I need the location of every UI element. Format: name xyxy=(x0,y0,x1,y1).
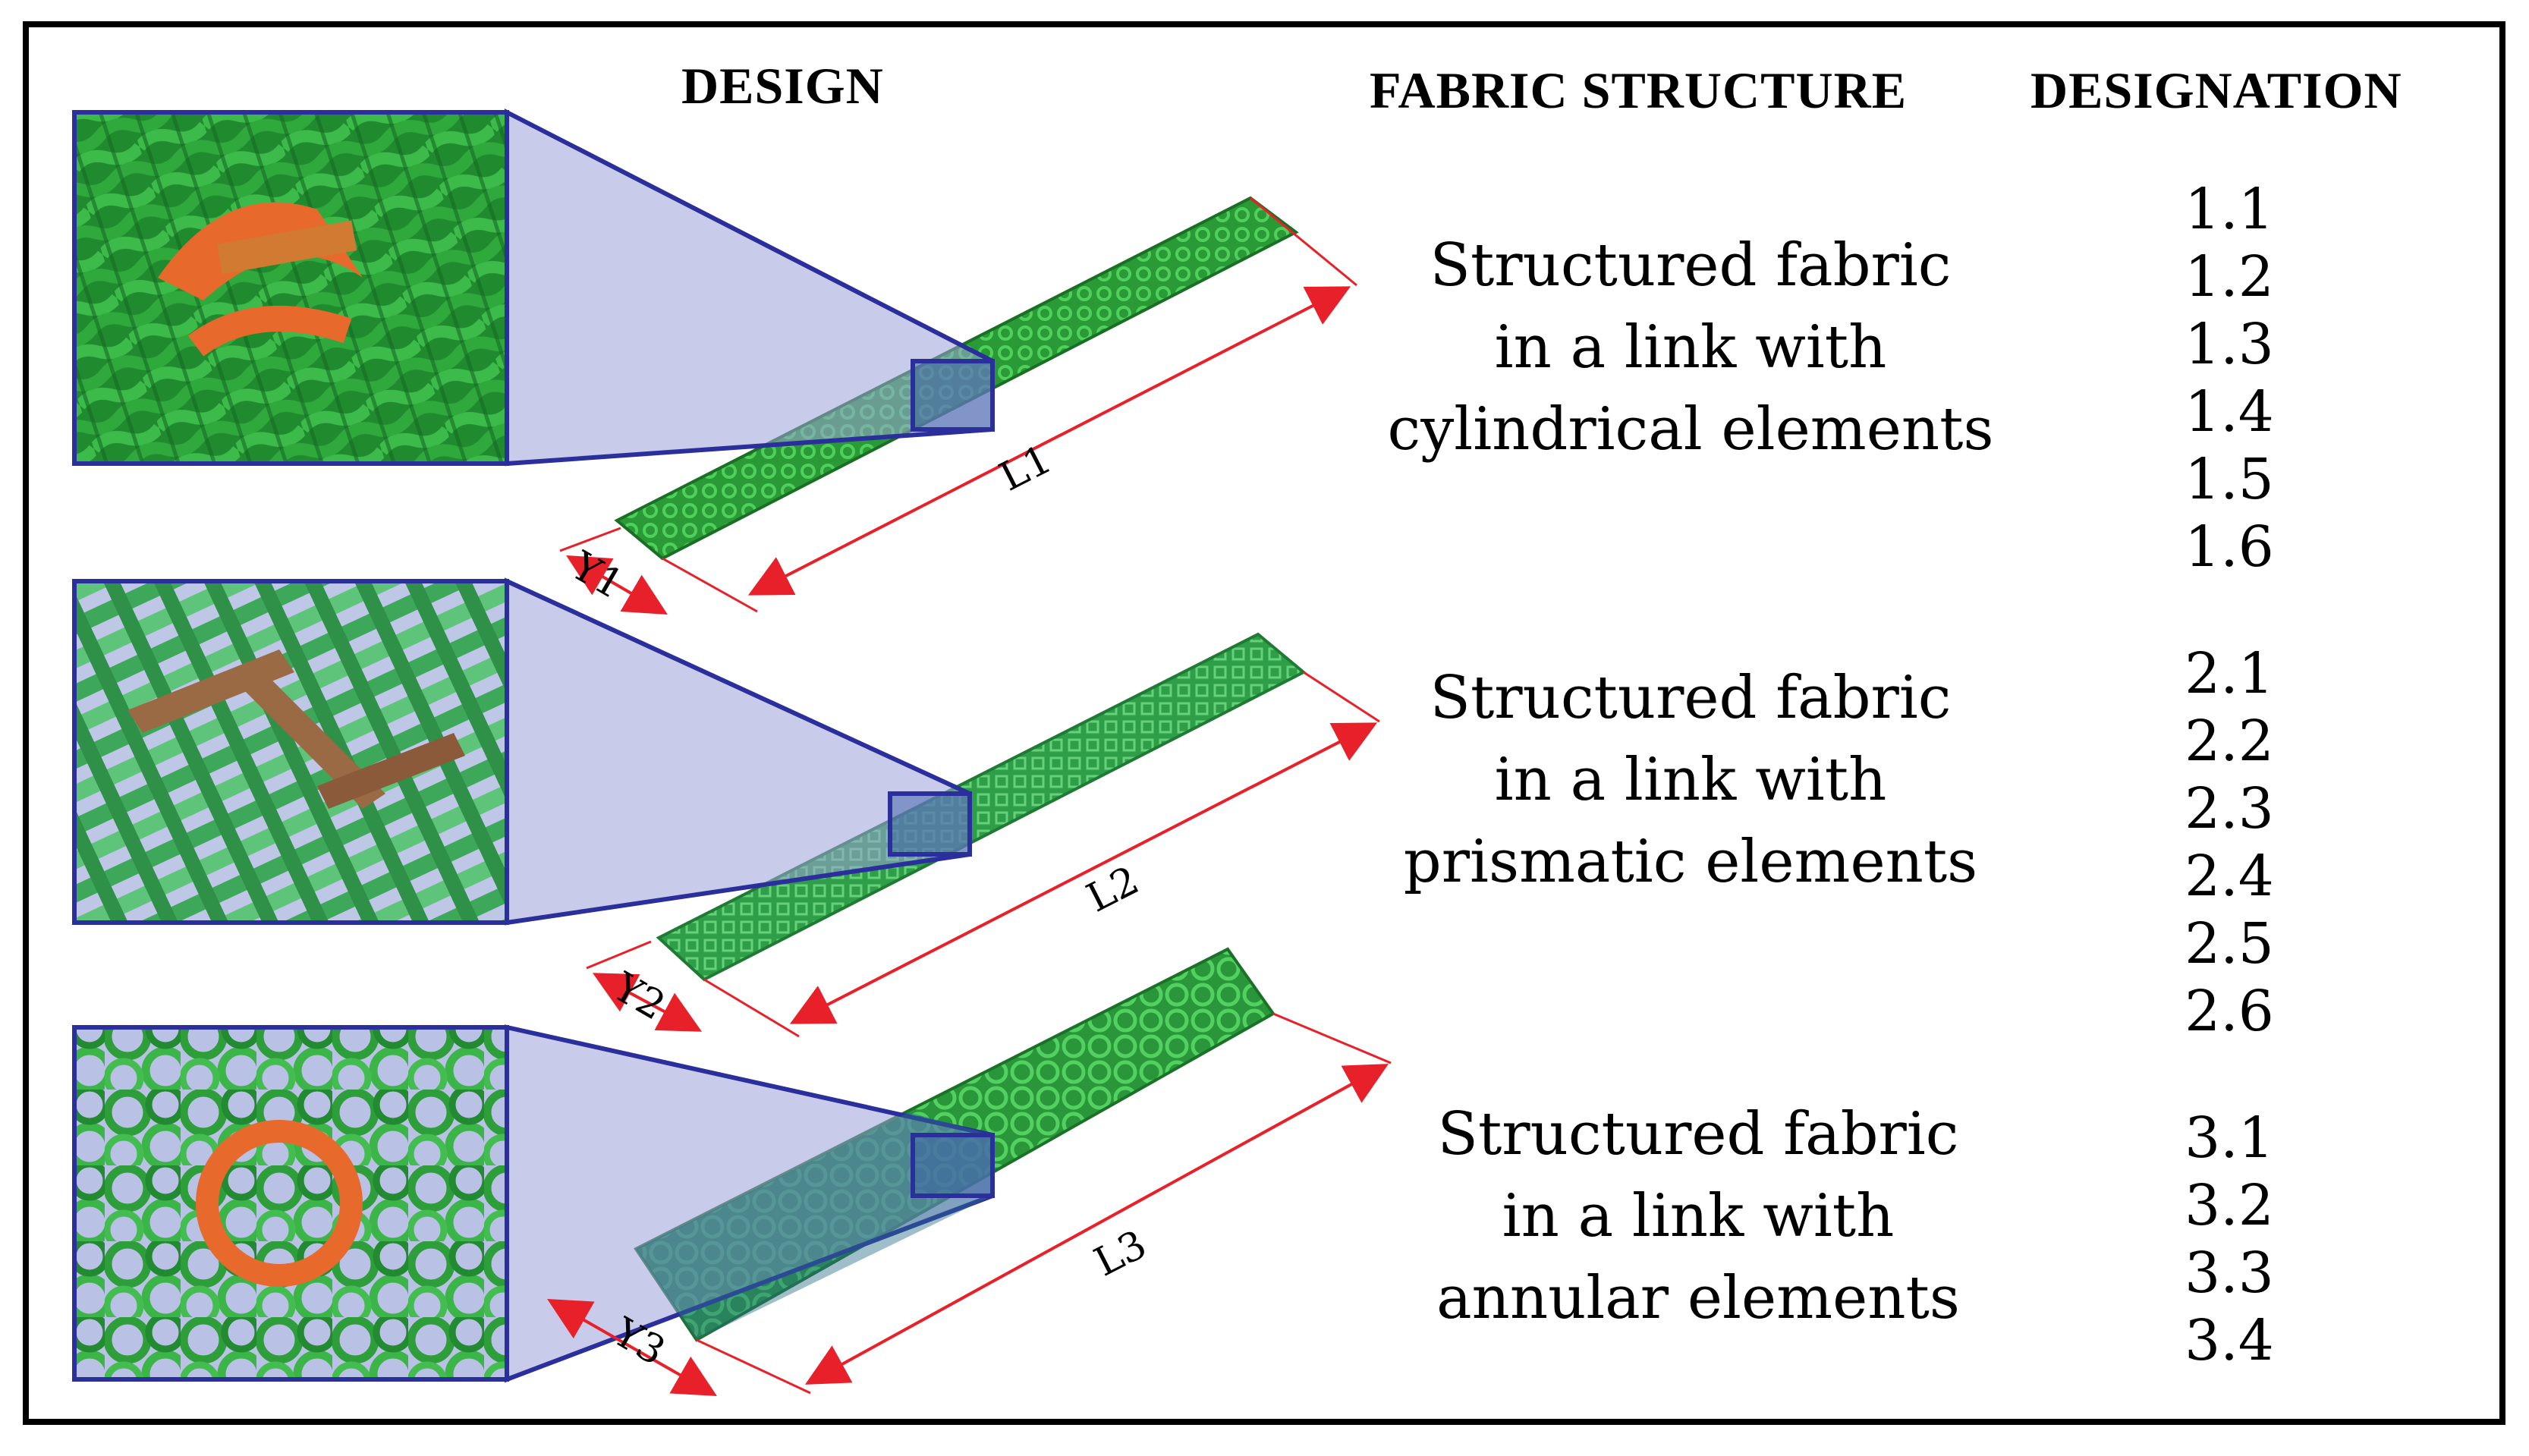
designation-code: 2.1 xyxy=(2185,641,2274,706)
designation-code: 2.3 xyxy=(2185,776,2274,841)
designation-code: 1.5 xyxy=(2185,447,2274,512)
designation-code: 1.3 xyxy=(2185,312,2274,377)
structure-line: in a link with xyxy=(1494,746,1887,814)
designation-list-1: 1.1 1.2 1.3 1.4 1.5 1.6 xyxy=(2138,176,2320,581)
designation-code: 2.5 xyxy=(2185,911,2274,976)
designation-code: 3.2 xyxy=(2185,1173,2274,1238)
row-3-illustration xyxy=(72,947,1392,1396)
header-design: DESIGN xyxy=(681,57,884,115)
structure-line: in a link with xyxy=(1502,1182,1895,1250)
designation-code: 2.6 xyxy=(2185,979,2274,1044)
header-fabric-structure: FABRIC STRUCTURE xyxy=(1370,61,1908,119)
designation-code: 1.1 xyxy=(2185,177,2274,242)
designation-code: 2.2 xyxy=(2185,709,2274,774)
structure-line: annular elements xyxy=(1436,1264,1960,1332)
design-illustrations xyxy=(72,108,1392,1396)
designation-list-3: 3.1 3.2 3.3 3.4 xyxy=(2138,1105,2320,1375)
designation-code: 1.2 xyxy=(2185,244,2274,310)
designation-code: 3.3 xyxy=(2185,1241,2274,1306)
structure-description-2: Structured fabric in a link with prismat… xyxy=(1349,657,2032,903)
structure-line: Structured fabric xyxy=(1437,1100,1959,1168)
row-1-illustration xyxy=(72,108,1357,615)
designation-code: 1.6 xyxy=(2185,514,2274,580)
structure-line: Structured fabric xyxy=(1430,664,1952,732)
designation-list-2: 2.1 2.2 2.3 2.4 2.5 2.6 xyxy=(2138,640,2320,1046)
designation-code: 2.4 xyxy=(2185,844,2274,909)
structure-description-3: Structured fabric in a link with annular… xyxy=(1357,1093,2040,1339)
structure-line: prismatic elements xyxy=(1403,828,1978,896)
figure-frame: DESIGN FABRIC STRUCTURE DESIGNATION L1 Y… xyxy=(23,21,2505,1425)
designation-code: 3.1 xyxy=(2185,1105,2274,1171)
designation-code: 3.4 xyxy=(2185,1308,2274,1373)
structure-line: Structured fabric xyxy=(1430,231,1952,300)
designation-code: 1.4 xyxy=(2185,379,2274,445)
row-2-illustration xyxy=(72,577,1380,1038)
zoom-box-1 xyxy=(72,110,509,466)
zoom-box-3 xyxy=(72,1025,509,1382)
structure-line: in a link with xyxy=(1494,313,1887,382)
structure-line: cylindrical elements xyxy=(1387,395,1994,464)
header-designation: DESIGNATION xyxy=(2030,61,2402,119)
structure-description-1: Structured fabric in a link with cylindr… xyxy=(1349,225,2032,470)
